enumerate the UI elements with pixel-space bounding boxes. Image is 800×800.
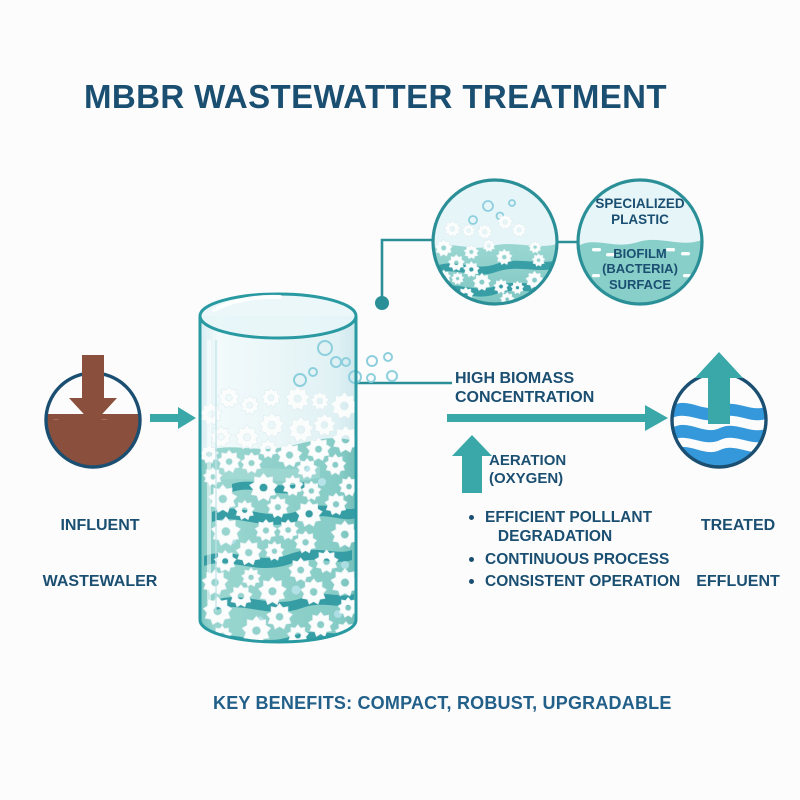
gear-carrier (434, 238, 453, 257)
gear-carrier (307, 611, 334, 637)
gear-carrier (293, 530, 318, 554)
gear-carrier (463, 244, 480, 260)
specialized-plastic-label: SPECIALIZED PLASTIC (595, 196, 685, 227)
effluent-label: TREATED EFFLUENT (658, 479, 800, 630)
influent-label: INFLUENT WASTEWALER (10, 479, 190, 630)
gear-carrier (260, 387, 282, 408)
benefit-item: CONSISTENT OPERATION (468, 572, 680, 591)
gear-carrier (284, 385, 311, 411)
gear-carrier (482, 238, 496, 252)
page-title: MBBR WASTEWATTER TREATMENT (84, 78, 667, 115)
carrier-magnified-view (431, 178, 559, 306)
gear-carrier (241, 567, 262, 587)
gear-carrier (301, 480, 322, 501)
gear-carrier (476, 223, 493, 240)
gear-carrier (287, 415, 315, 443)
gear-carrier (493, 278, 509, 294)
gear-carrier (496, 213, 514, 230)
gear-carrier (330, 520, 356, 548)
flow-arrow-effluent (447, 405, 668, 431)
gear-carrier (306, 436, 332, 462)
gear-carrier (531, 253, 546, 267)
gear-carrier (276, 441, 303, 468)
gear-carrier (277, 519, 299, 541)
gear-carrier (264, 541, 285, 561)
gear-carrier (240, 451, 263, 474)
benefits-list: EFFICIENT POLLLANT DEGRADATION CONTINUOU… (468, 508, 680, 595)
gear-carrier (312, 412, 337, 437)
gear-carrier (496, 248, 513, 266)
mbbr-reactor-tank (198, 292, 398, 644)
connector-tank-to-magnifier (375, 238, 433, 310)
gear-carrier (235, 539, 262, 566)
gear-carrier (300, 578, 328, 605)
gear-carrier (296, 457, 318, 479)
effluent-label-line2: EFFLUENT (696, 573, 780, 591)
biofilm-surface-label: BIOFILM (BACTERIA) SURFACE (602, 246, 678, 292)
gear-carrier (217, 385, 241, 409)
gear-carrier (281, 474, 304, 497)
influent-icon (44, 355, 142, 469)
aeration-annotation: AERATION (OXYGEN) (489, 452, 567, 487)
gear-carrier (472, 272, 492, 291)
gear-carrier (324, 453, 347, 476)
gear-carrier (447, 254, 465, 272)
carrier-detail-view (576, 178, 704, 306)
gear-carrier (234, 499, 256, 521)
gear-carrier (462, 260, 480, 278)
gear-carrier (450, 271, 465, 285)
gear-carrier (288, 557, 314, 582)
gear-carrier (511, 222, 527, 238)
gear-carrier (338, 476, 356, 497)
effluent-label-line1: TREATED (700, 516, 776, 534)
gear-carrier (266, 603, 293, 630)
gear-carrier (254, 518, 278, 542)
influent-label-line1: INFLUENT (60, 516, 140, 534)
gear-carrier (213, 549, 237, 573)
footer-key-benefits: KEY BENEFITS: COMPACT, ROBUST, UPGRADABL… (213, 693, 672, 713)
gear-carrier (510, 280, 525, 295)
gear-carrier (217, 449, 242, 474)
gear-carrier (528, 240, 542, 254)
gear-carrier (229, 584, 253, 608)
gear-carrier (258, 438, 279, 459)
gear-carrier (443, 219, 462, 238)
benefit-item: CONTINUOUS PROCESS (468, 550, 680, 569)
gear-carrier (258, 411, 285, 438)
gear-carrier (324, 492, 348, 516)
gear-carrier (295, 500, 323, 527)
benefit-item: EFFICIENT POLLLANT DEGRADATION (468, 508, 680, 547)
flow-arrow-influent (150, 407, 196, 429)
gear-carrier (331, 425, 356, 453)
gear-carrier (309, 390, 330, 411)
gear-carrier (239, 394, 261, 416)
aeration-arrow (452, 435, 492, 493)
gear-carrier (266, 495, 290, 518)
gear-carrier (461, 223, 476, 238)
high-biomass-annotation: HIGH BIOMASS CONCENTRATION (455, 370, 595, 406)
biofilm-dashes (592, 248, 691, 278)
gear-carrier (330, 391, 356, 420)
gear-carrier (536, 290, 551, 304)
gear-carrier (258, 576, 287, 606)
influent-label-line2: WASTEWALER (42, 573, 158, 591)
gear-carriers (200, 385, 356, 642)
gear-carrier (314, 549, 339, 574)
gear-carrier (249, 472, 278, 502)
effluent-icon (670, 352, 768, 469)
gear-carrier (330, 567, 356, 597)
gear-carrier (234, 424, 260, 450)
